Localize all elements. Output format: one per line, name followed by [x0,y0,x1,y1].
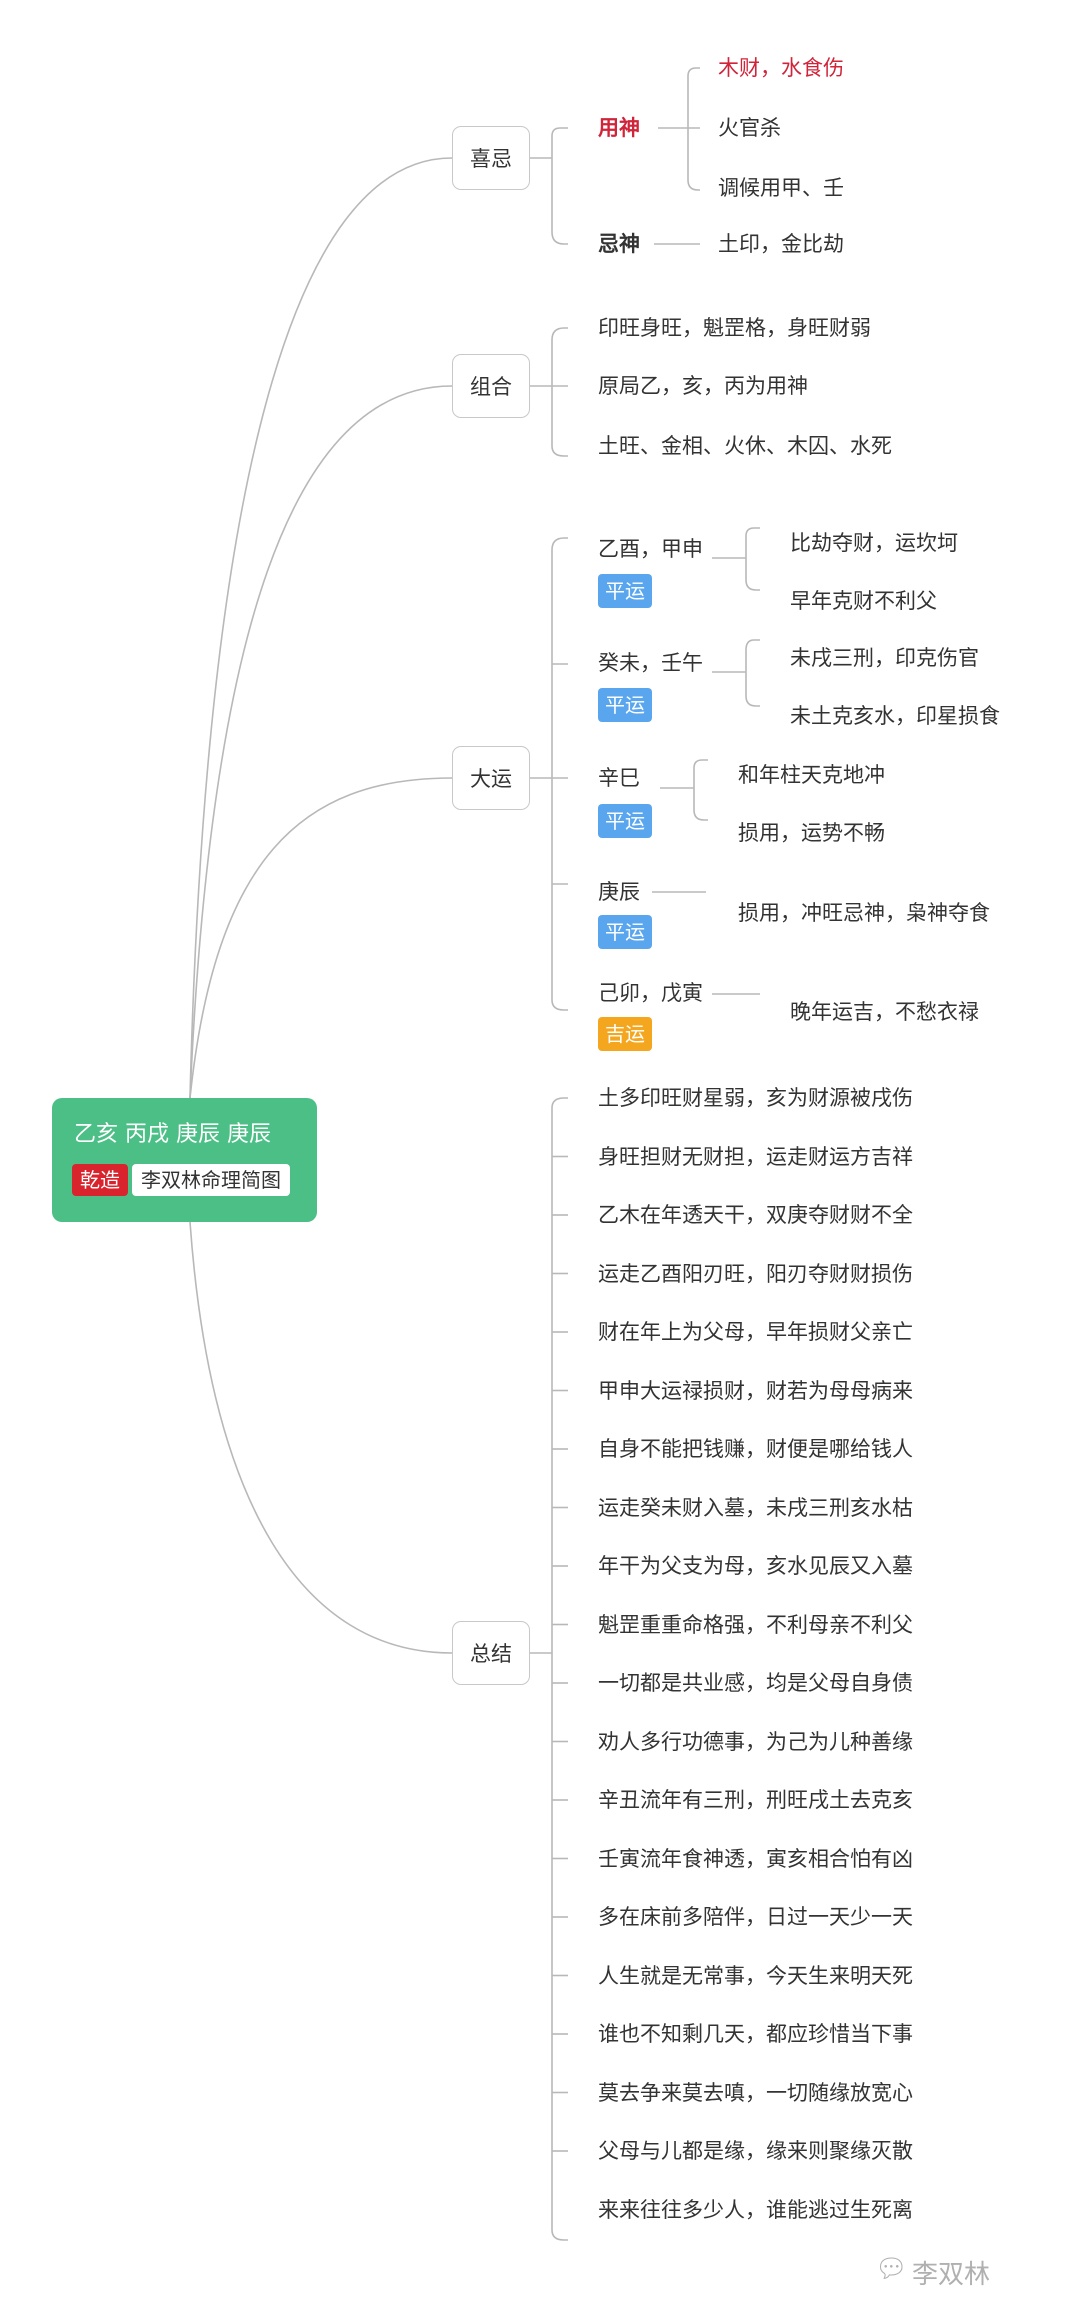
gender-tag: 乾造 [72,1164,128,1196]
zongjie-ticks [552,1155,568,2152]
summary-line[interactable]: 自身不能把钱赚，财便是哪给钱人 [598,1437,913,1461]
summary-line[interactable]: 财在年上为父母，早年损财父亲亡 [598,1320,913,1344]
yongshen-bracket [658,67,700,191]
summary-line[interactable]: 劝人多行功德事，为己为儿种善缘 [598,1729,913,1754]
dayun-period-5-badge: 吉运 [598,1017,652,1051]
summary-line[interactable]: 来来往往多少人，谁能逃过生死离 [598,2197,913,2222]
dayun-1-bracket [712,527,760,591]
summary-line[interactable]: 父母与儿都是缘，缘来则聚缘灭散 [598,2139,913,2163]
dayun-bracket [530,537,568,1011]
root-title: 乙亥 丙戌 庚辰 庚辰 [74,1122,271,1147]
dayun-period-4-name[interactable]: 庚辰 [598,880,640,904]
yongshen-item-3[interactable]: 调候用甲、壬 [718,176,844,200]
yongshen-item-2[interactable]: 火官杀 [718,116,781,140]
root-to-dayun-line [189,777,453,1099]
dayun-period-3-name[interactable]: 辛巳 [598,766,640,790]
summary-line[interactable]: 土多印旺财星弱，亥为财源被戌伤 [598,1086,913,1110]
dayun-period-2-note-2[interactable]: 未土克亥水，印星损食 [790,704,1000,728]
dayun-period-5-name[interactable]: 己卯，戊寅 [598,981,703,1005]
summary-line[interactable]: 辛丑流年有三刑，刑旺戌土去克亥 [598,1788,913,1812]
dayun-period-3-note-2[interactable]: 损用，运势不畅 [738,821,885,845]
root-node[interactable]: 乙亥 丙戌 庚辰 庚辰 乾造 李双林命理简图 [52,1098,317,1222]
yongshen-label[interactable]: 用神 [598,116,640,140]
dayun-period-1-name[interactable]: 乙酉，甲申 [598,537,703,561]
summary-line[interactable]: 身旺担财无财担，运走财运方吉祥 [598,1144,913,1169]
dayun-period-1-note-1[interactable]: 比劫夺财，运坎坷 [790,531,958,555]
zuhe-item-2[interactable]: 原局乙，亥，丙为用神 [598,374,808,398]
yongshen-item-1[interactable]: 木财，水食伤 [718,56,844,80]
watermark-text: 李双林 [912,2260,991,2290]
dayun-period-4-note-1[interactable]: 损用，冲旺忌神，枭神夺食 [738,901,990,925]
root-to-xiji-line [189,157,453,1099]
dayun-period-3-badge: 平运 [598,804,652,838]
summary-line[interactable]: 莫去争来莫去嗔，一切随缘放宽心 [598,2080,913,2105]
summary-line[interactable]: 年干为父支为母，亥水见辰又入墓 [598,1554,913,1578]
chart-title-tag: 李双林命理简图 [132,1164,290,1196]
jishen-label[interactable]: 忌神 [598,232,640,256]
category-xiji[interactable]: 喜忌 [452,126,530,190]
dayun-period-2-badge: 平运 [598,688,652,722]
summary-line[interactable]: 多在床前多陪伴，日过一天少一天 [598,1905,913,1929]
summary-line[interactable]: 甲申大运禄损财，财若为母母病来 [598,1378,913,1403]
summary-line[interactable]: 魁罡重重命格强，不利母亲不利父 [598,1612,913,1637]
zuhe-item-1[interactable]: 印旺身旺，魁罡格，身旺财弱 [598,316,871,340]
dayun-period-2-note-1[interactable]: 未戌三刑，印克伤官 [790,646,979,670]
dayun-period-4-badge: 平运 [598,915,652,949]
dayun-3-bracket [660,759,708,821]
summary-line[interactable]: 乙木在年透天干，双庚夺财财不全 [598,1203,913,1227]
dayun-period-3-note-1[interactable]: 和年柱天克地冲 [738,763,885,787]
root-to-zongjie-line [189,1221,453,1654]
summary-line[interactable]: 谁也不知剩几天，都应珍惜当下事 [598,2022,913,2046]
dayun-period-1-note-2[interactable]: 早年克财不利父 [790,589,937,613]
summary-line[interactable]: 人生就是无常事，今天生来明天死 [598,1963,913,1988]
summary-line[interactable]: 运走乙酉阳刃旺，阳刃夺财财损伤 [598,1261,913,1286]
dayun-period-2-name[interactable]: 癸未，壬午 [598,651,703,675]
dayun-2-bracket [712,639,760,707]
xiji-bracket [530,127,568,245]
jishen-item[interactable]: 土印，金比劫 [718,232,844,256]
dayun-period-5-note-1[interactable]: 晚年运吉，不愁衣禄 [790,1000,979,1024]
summary-line[interactable]: 运走癸未财入墓，未戌三刑亥水枯 [598,1495,913,1520]
zuhe-item-3[interactable]: 土旺、金相、火休、木囚、水死 [598,434,892,458]
category-dayun[interactable]: 大运 [452,746,530,810]
zuhe-bracket [530,327,568,457]
category-zuhe[interactable]: 组合 [452,354,530,418]
chat-bubble-icon: 💬︎ [875,2254,909,2284]
root-to-zuhe-line [189,385,453,1099]
category-zongjie[interactable]: 总结 [452,1621,530,1685]
summary-line[interactable]: 一切都是共业感，均是父母自身债 [598,1671,913,1695]
dayun-period-1-badge: 平运 [598,574,652,608]
summary-line[interactable]: 壬寅流年食神透，寅亥相合怕有凶 [598,1846,913,1871]
zongjie-bracket [530,1097,568,2241]
